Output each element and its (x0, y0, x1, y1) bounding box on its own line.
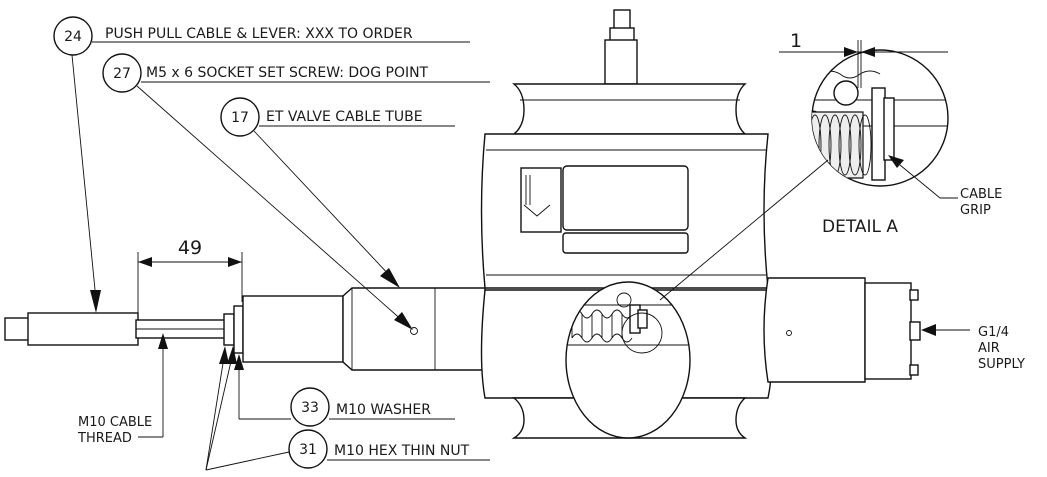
callout-31-number: 31 (299, 442, 317, 458)
et-valve-cable-tube (242, 287, 486, 371)
cable-grip-label: CABLE GRIP (888, 155, 1002, 218)
dimension-49: 49 (137, 237, 243, 316)
cable-thread-label: M10 CABLE THREAD (77, 333, 168, 446)
m10-nut-washer (223, 305, 244, 354)
air-supply-cylinder (763, 277, 921, 383)
callout-31-label: M10 HEX THIN NUT (334, 443, 470, 459)
callout-17-number: 17 (231, 110, 249, 126)
dimension-1-text: 1 (790, 30, 802, 52)
detail-a-leader (659, 159, 829, 301)
cable-grip-line1: CABLE (960, 187, 1002, 202)
push-pull-cable (4, 312, 227, 346)
callout-24-label: PUSH PULL CABLE & LEVER: XXX TO ORDER (105, 26, 413, 42)
callout-33: 33 M10 WASHER (234, 354, 455, 427)
cable-thread-line2: THREAD (77, 431, 132, 446)
air-supply-line3: SUPPLY (978, 357, 1025, 372)
valve-body (480, 9, 773, 439)
cable-thread-line1: M10 CABLE (78, 415, 152, 430)
callout-27: 27 M5 x 6 SOCKET SET SCREW: DOG POINT (102, 53, 490, 330)
callout-33-number: 33 (301, 400, 319, 416)
dimension-1: 1 (779, 30, 948, 88)
callout-31: 31 M10 HEX THIN NUT (205, 346, 490, 471)
callout-27-number: 27 (113, 66, 131, 82)
callout-27-label: M5 x 6 SOCKET SET SCREW: DOG POINT (146, 65, 429, 81)
cable-grip-line2: GRIP (960, 203, 991, 218)
callout-24-number: 24 (64, 29, 82, 45)
callout-17: 17 ET VALVE CABLE TUBE (220, 97, 455, 288)
air-supply-line2: AIR (978, 341, 1000, 356)
detail-a-title: DETAIL A (822, 217, 898, 237)
air-supply-line1: G1/4 (978, 325, 1009, 340)
callout-17-label: ET VALVE CABLE TUBE (266, 109, 423, 125)
dimension-49-text: 49 (178, 237, 202, 259)
callout-24: 24 PUSH PULL CABLE & LEVER: XXX TO ORDER (53, 16, 470, 313)
detail-a-view (811, 49, 949, 187)
air-supply-label: G1/4 AIR SUPPLY (921, 324, 1025, 372)
callout-33-label: M10 WASHER (336, 402, 431, 418)
